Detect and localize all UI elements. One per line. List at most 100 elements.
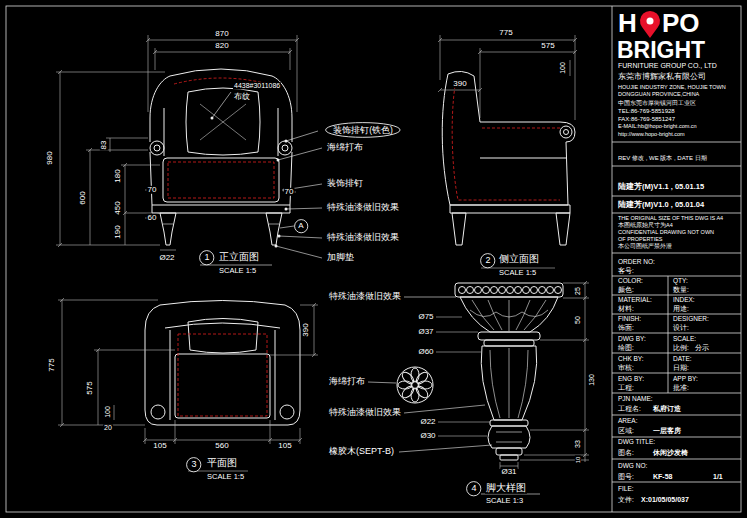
view-number: 1 [199, 250, 214, 265]
revision-text: 陆建芳(M)V1.0 , 05.01.04 [617, 201, 705, 209]
title-block-text: 图名: [617, 450, 635, 457]
title-block-text: 饰面: [617, 325, 635, 332]
title-block-text: MATERIAL: [617, 297, 653, 304]
view-scale: SCALE 1:5 [498, 269, 537, 277]
dimension-text: 20 [103, 424, 113, 431]
title-block-text: DONGGUAN PROVINCE,CHINA [617, 92, 700, 98]
material-note: 特殊油漆做旧效果 [328, 292, 402, 301]
dimension-text: 70 [147, 186, 158, 194]
dimension-text: 390 [302, 322, 310, 337]
title-block-text: 私府订造 [652, 405, 682, 412]
view-number: 4 [466, 481, 481, 496]
dimension-text: 105 [277, 442, 292, 450]
dimension-text: 130 [588, 373, 595, 387]
outline [294, 219, 307, 232]
dimension-text: 190 [114, 224, 122, 239]
title-block-text: 一层客房 [652, 427, 682, 434]
outline [200, 251, 214, 265]
material-note: 特殊油漆做旧效果 [326, 233, 400, 242]
node-text: A [298, 222, 303, 230]
outline [481, 254, 495, 268]
title-block-text: 比例: [672, 345, 690, 352]
node-text: 2 [485, 256, 490, 265]
title-block-text: HOUJIE INDUSTRY ZONE, HOUJIE TOWN [617, 85, 727, 91]
title-block-text: 数量: [672, 287, 690, 294]
dimension-text: 980 [46, 150, 54, 165]
title-block-text: 本图纸原始尺寸为A4 [617, 223, 674, 229]
node-text: 3 [191, 460, 196, 469]
title-block-text: 1/1 [712, 473, 724, 480]
title-block-text: 工程名: [617, 406, 642, 413]
dimension-text: Ø37 [417, 328, 434, 336]
title-block-text: 审核: [617, 365, 635, 372]
title-block-text: REV 修改 , WE 版本 , DATE 日期 [617, 155, 708, 161]
view-scale: SCALE 1:3 [485, 497, 524, 505]
material-note: 橡胶木(SEPT-B) [328, 447, 395, 456]
dimension-text: Ø31 [500, 468, 517, 476]
dimension-text: 560 [214, 442, 229, 450]
dimension-text: 575 [540, 42, 555, 50]
node-text: 4 [471, 484, 476, 493]
title-block-text: 本公司图纸严禁外泄 [617, 244, 673, 250]
view-number: 2 [480, 253, 495, 268]
material-note: 特殊油漆做旧效果 [326, 203, 400, 212]
title-block-text: OF PROPERTIES [617, 237, 664, 243]
title-block-text: THE ORIGINAL SIZE OF THIS DWG IS A4 [617, 216, 724, 222]
title-block-text: TEL:86-769-5851928 [617, 108, 676, 114]
material-note: 加脚垫 [326, 253, 355, 262]
dimension-text: 870 [214, 30, 229, 38]
title-block-text: CONFIDENTIAL DRAWING NOT OWN [617, 230, 715, 236]
title-block-text: FAX:86-769-5851247 [617, 116, 676, 122]
view-title: 侧立面图 [498, 254, 540, 265]
dimension-text: 820 [214, 42, 229, 50]
outline [326, 123, 400, 138]
title-block-text: 工程: [617, 385, 635, 392]
title-block-text: ENG BY: [617, 376, 645, 383]
material-note: 装饰排钉 [326, 179, 364, 188]
logo-text: H [617, 10, 638, 37]
title-block-text: 中国东莞市厚街镇河田工业区 [617, 100, 697, 106]
dimension-text: 105 [152, 442, 167, 450]
title-block-text: FINISH: [617, 316, 642, 323]
revision-text: 陆建芳(M)V1.1 , 05.01.15 [617, 183, 705, 191]
dimension-text: 775 [498, 29, 513, 37]
title-block-text: 材料: [617, 306, 635, 313]
title-block-text: PJN NAME: [617, 396, 654, 403]
view-number: 3 [186, 457, 201, 472]
dimension-text: 83 [100, 140, 108, 151]
view-scale: SCALE 1:5 [218, 267, 257, 275]
dimension-text: 60 [147, 214, 158, 222]
dimension-text: 775 [48, 357, 56, 372]
title-block-text: 客号: [617, 268, 635, 275]
title-block-text: DWG NO: [617, 463, 648, 470]
dimension-text: Ø30 [419, 432, 436, 440]
material-note: 海绵打布 [328, 377, 366, 386]
title-block-text: AREA: [617, 418, 639, 425]
title-block-text: 文件: [617, 497, 635, 504]
title-block-text: 批准: [672, 385, 690, 392]
dimension-text: Ø22 [419, 418, 436, 426]
title-block-text: DATE: [672, 356, 693, 363]
dimension-text: 100 [104, 405, 111, 419]
dimension-text: 180 [114, 168, 122, 183]
dimension-text: Ø22 [158, 254, 175, 262]
material-note: 4438#3011086 [233, 82, 281, 89]
dimension-text: 50 [574, 315, 581, 325]
title-block-text: 图号: [617, 474, 635, 481]
dimension-text: Ø60 [417, 348, 434, 356]
dimension-text: 100 [559, 61, 566, 75]
company-name: FURNITURE GROUP CO., LTD [617, 62, 718, 69]
view-title: 平面图 [206, 458, 238, 469]
dimension-text: 70 [284, 188, 295, 196]
view-title: 脚大样图 [485, 483, 527, 494]
material-note: 海绵打布 [326, 143, 364, 152]
title-block-text: 绘图: [617, 345, 635, 352]
title-block-text: INDEX: [672, 297, 696, 304]
node-text: 装饰排钉(铁色) [333, 126, 393, 135]
title-block-text: DESIGNER: [672, 316, 710, 323]
title-block-text: 颜色: [617, 287, 635, 294]
dimension-text: 450 [114, 200, 122, 215]
detail-marker: A [294, 219, 308, 233]
outline [467, 482, 481, 496]
